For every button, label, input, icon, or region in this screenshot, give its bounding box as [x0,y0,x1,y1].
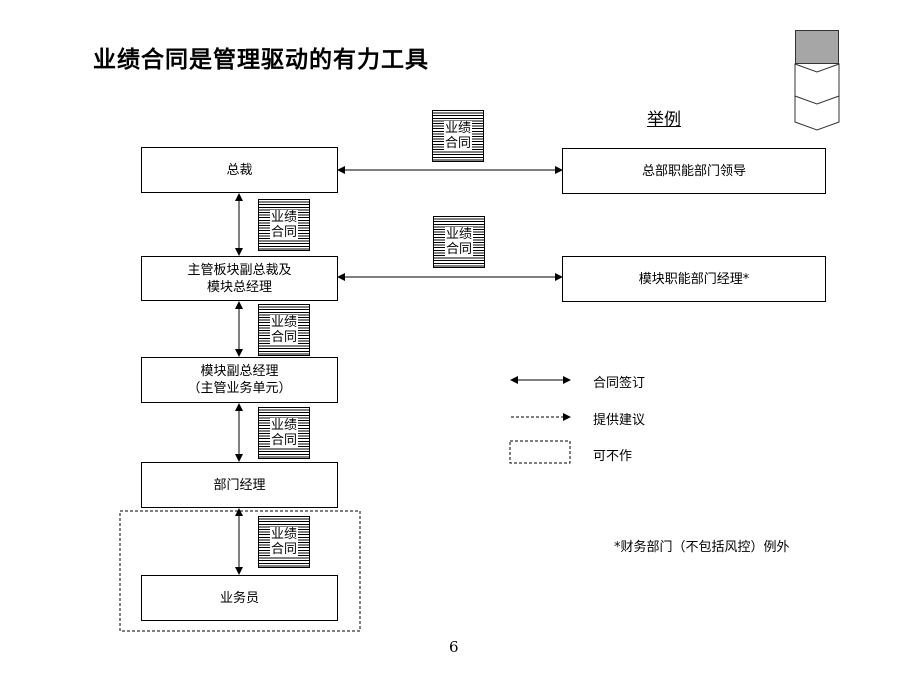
box-module-function-manager-label: 模块职能部门经理* [638,271,750,287]
contract-icon: 业绩 合同 [258,199,310,251]
legend-dashed-box [509,440,571,464]
box-sector-vp: 主管板块副总裁及 模块总经理 [141,256,338,301]
contract-icon-line2: 合同 [269,330,298,345]
section-tab-outline [794,63,840,105]
box-president: 总裁 [141,147,338,193]
box-module-deputy: 模块副总经理 （主管业务单元） [141,357,338,403]
page-number: 6 [449,638,459,656]
contract-icon-line1: 业绩 [443,121,472,136]
box-module-function-manager: 模块职能部门经理* [562,256,826,302]
box-sector-vp-line1: 主管板块副总裁及 [187,262,292,278]
legend-advice-label: 提供建议 [593,413,646,428]
contract-icon: 业绩 合同 [433,216,485,268]
contract-icon-line2: 合同 [269,542,298,557]
box-salesperson-label: 业务员 [219,590,259,606]
legend-signing-label: 合同签订 [593,376,646,391]
contract-icon-line1: 业绩 [269,527,298,542]
contract-icon-line1: 业绩 [444,227,473,242]
contract-icon: 业绩 合同 [258,304,310,356]
contract-icon-line1: 业绩 [269,315,298,330]
footnote: *财务部门（不包括风控）例外 [614,540,790,555]
box-dept-manager-label: 部门经理 [213,477,266,493]
optional-region [119,510,361,632]
box-dept-manager: 部门经理 [141,462,338,508]
contract-icon-line2: 合同 [269,433,298,448]
page-title: 业绩合同是管理驱动的有力工具 [93,47,429,73]
box-hq-function-leader-label: 总部职能部门领导 [641,163,746,179]
contract-icon-line1: 业绩 [269,210,298,225]
contract-icon: 业绩 合同 [432,110,484,162]
contract-icon-line1: 业绩 [269,418,298,433]
box-salesperson: 业务员 [141,575,338,621]
contract-icon: 业绩 合同 [258,516,310,568]
box-module-deputy-line1: 模块副总经理 [200,364,279,379]
contract-icon-line2: 合同 [443,136,472,151]
box-president-label: 总裁 [226,162,253,178]
box-module-deputy-line2: （主管业务单元） [187,381,292,396]
contract-icon: 业绩 合同 [258,407,310,459]
box-hq-function-leader: 总部职能部门领导 [562,148,826,194]
example-label: 举例 [647,110,681,130]
section-tab-active [795,30,839,64]
legend-optional-label: 可不作 [593,449,633,464]
contract-icon-line2: 合同 [444,242,473,257]
contract-icon-line2: 合同 [269,225,298,240]
box-sector-vp-line2: 模块总经理 [206,279,272,295]
